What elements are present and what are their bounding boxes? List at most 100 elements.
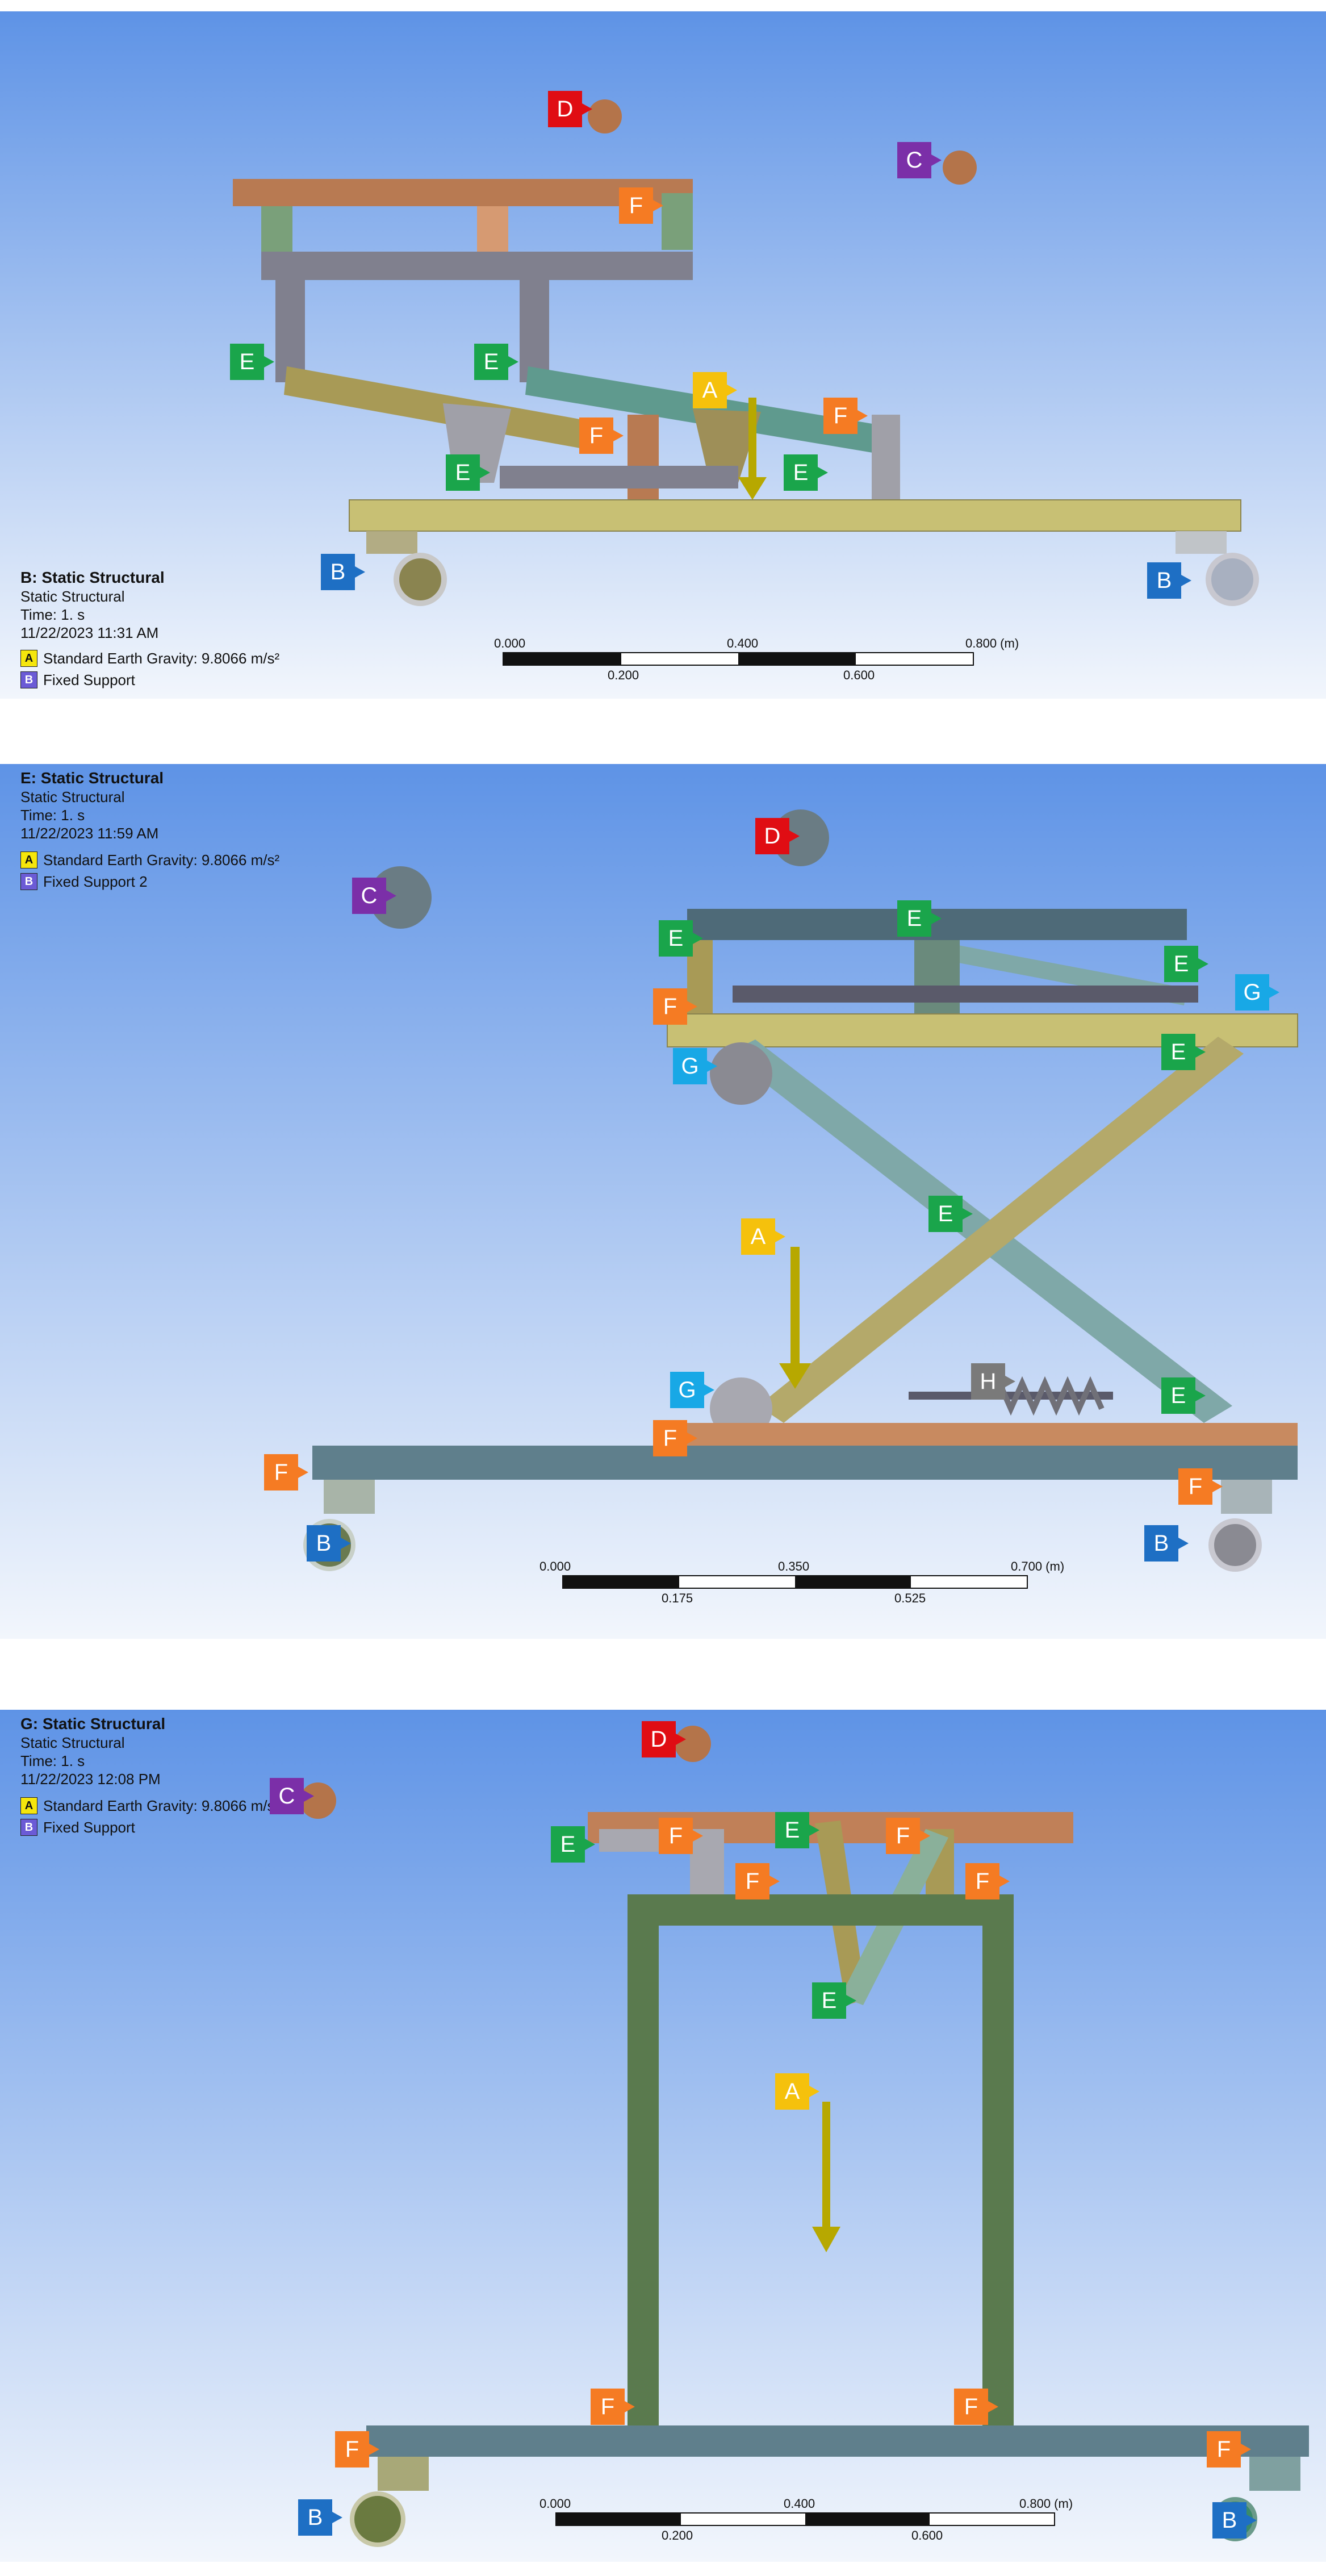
tag-f[interactable]: F bbox=[335, 2431, 379, 2468]
tag-d[interactable]: D bbox=[548, 91, 592, 127]
tag-b[interactable]: B bbox=[298, 2499, 342, 2536]
caster-mount-left[interactable] bbox=[324, 1480, 375, 1514]
bracket-right[interactable] bbox=[693, 409, 761, 483]
viewport-scene[interactable] bbox=[0, 764, 1326, 1639]
tag-h[interactable]: H bbox=[971, 1363, 1015, 1400]
spring-coil[interactable] bbox=[997, 1376, 1105, 1416]
viewport-panel-3[interactable]: G: Static Structural Static Structural T… bbox=[0, 1710, 1326, 2562]
tag-c[interactable]: C bbox=[897, 142, 942, 178]
tag-f[interactable]: F bbox=[619, 187, 663, 224]
info-block: E: Static Structural Static Structural T… bbox=[20, 769, 164, 842]
tag-f[interactable]: F bbox=[1178, 1468, 1223, 1505]
tag-e[interactable]: E bbox=[928, 1196, 973, 1232]
lead-screw[interactable] bbox=[733, 986, 1198, 1003]
tag-b[interactable]: B bbox=[1147, 562, 1191, 599]
tag-f[interactable]: F bbox=[659, 1818, 703, 1854]
tag-e[interactable]: E bbox=[1161, 1377, 1206, 1414]
caster-mount-left[interactable] bbox=[378, 2457, 429, 2491]
caster-wheel-left[interactable] bbox=[350, 2491, 405, 2547]
tag-f[interactable]: F bbox=[965, 1863, 1010, 1899]
analysis-date: 11/22/2023 12:08 PM bbox=[20, 1771, 161, 1788]
caster-mount-right[interactable] bbox=[1221, 1480, 1272, 1514]
tag-e[interactable]: E bbox=[474, 344, 518, 380]
tag-g[interactable]: G bbox=[673, 1048, 717, 1084]
caster-wheel-right[interactable] bbox=[1208, 1518, 1262, 1572]
tag-f[interactable]: F bbox=[653, 988, 697, 1025]
tag-f[interactable]: F bbox=[886, 1818, 930, 1854]
tag-e[interactable]: E bbox=[784, 454, 828, 491]
tag-f[interactable]: F bbox=[954, 2389, 998, 2425]
caster-mount-left[interactable] bbox=[366, 531, 417, 554]
tag-f[interactable]: F bbox=[579, 417, 624, 454]
tag-f[interactable]: F bbox=[1207, 2431, 1251, 2468]
post-right[interactable] bbox=[662, 193, 693, 250]
viewport-scene[interactable] bbox=[0, 11, 1326, 699]
portal-leg-left[interactable] bbox=[628, 1926, 659, 2425]
base-beam[interactable] bbox=[312, 1446, 1298, 1480]
base-platform[interactable] bbox=[349, 499, 1241, 532]
tag-b[interactable]: B bbox=[1212, 2502, 1257, 2539]
portal-top-beam[interactable] bbox=[628, 1894, 1014, 1926]
portal-leg-right[interactable] bbox=[982, 1926, 1014, 2425]
roller-upper[interactable] bbox=[710, 1042, 772, 1105]
tag-e[interactable]: E bbox=[812, 1982, 856, 2019]
tag-a[interactable]: A bbox=[775, 2073, 819, 2110]
tag-a[interactable]: A bbox=[741, 1218, 785, 1255]
caster-mount-right[interactable] bbox=[1176, 531, 1227, 554]
tag-e[interactable]: E bbox=[659, 920, 703, 957]
post-middle[interactable] bbox=[477, 206, 508, 252]
tag-e[interactable]: E bbox=[446, 454, 490, 491]
frame-leg-right[interactable] bbox=[520, 280, 549, 382]
tag-e[interactable]: E bbox=[775, 1812, 819, 1848]
tag-e[interactable]: E bbox=[1161, 1034, 1206, 1070]
tag-g[interactable]: G bbox=[670, 1372, 714, 1408]
lower-arm[interactable] bbox=[284, 366, 602, 452]
tag-c[interactable]: C bbox=[352, 878, 396, 914]
point-mass-d[interactable] bbox=[588, 99, 622, 133]
info-block: G: Static Structural Static Structural T… bbox=[20, 1714, 165, 1788]
top-plate[interactable] bbox=[233, 179, 693, 206]
caster-wheel-left[interactable] bbox=[394, 553, 447, 606]
tag-b[interactable]: B bbox=[1144, 1525, 1189, 1562]
tag-b[interactable]: B bbox=[307, 1525, 351, 1562]
tag-g[interactable]: G bbox=[1235, 974, 1279, 1011]
lower-rail[interactable] bbox=[500, 466, 738, 489]
tag-a[interactable]: A bbox=[693, 372, 737, 408]
viewport-panel-2[interactable]: E: Static Structural Static Structural T… bbox=[0, 764, 1326, 1639]
tag-c[interactable]: C bbox=[270, 1778, 314, 1814]
tag-e[interactable]: E bbox=[897, 900, 942, 937]
middle-platform[interactable] bbox=[667, 1013, 1298, 1047]
top-bracket[interactable] bbox=[914, 940, 960, 1014]
tag-f[interactable]: F bbox=[735, 1863, 780, 1899]
tag-e[interactable]: E bbox=[230, 344, 274, 380]
point-mass-c[interactable] bbox=[943, 151, 977, 185]
tag-b[interactable]: B bbox=[321, 554, 365, 590]
gravity-arrow-shaft bbox=[790, 1247, 800, 1369]
viewport-panel-1[interactable]: B: Static Structural Static Structural T… bbox=[0, 11, 1326, 699]
caster-wheel-right[interactable] bbox=[1206, 553, 1259, 606]
tag-f[interactable]: F bbox=[591, 2389, 635, 2425]
analysis-date: 11/22/2023 11:31 AM bbox=[20, 624, 159, 641]
tag-f[interactable]: F bbox=[823, 398, 868, 434]
scale-bar: 0.000 0.350 0.700 (m) 0.175 0.525 bbox=[539, 1559, 1065, 1605]
upper-frame[interactable] bbox=[261, 252, 693, 280]
caster-mount-right[interactable] bbox=[1249, 2457, 1300, 2491]
tag-e[interactable]: E bbox=[551, 1826, 595, 1863]
rear-post[interactable] bbox=[872, 415, 900, 500]
tag-d[interactable]: D bbox=[642, 1721, 686, 1757]
frame-leg-left[interactable] bbox=[275, 280, 305, 382]
tag-f[interactable]: F bbox=[653, 1420, 697, 1456]
tag-f[interactable]: F bbox=[264, 1454, 308, 1491]
base-beam[interactable] bbox=[366, 2425, 1309, 2457]
tag-d[interactable]: D bbox=[755, 818, 800, 854]
tag-e[interactable]: E bbox=[1164, 946, 1208, 982]
scissor-arm-b[interactable] bbox=[758, 1037, 1244, 1423]
post-left[interactable] bbox=[261, 206, 292, 252]
